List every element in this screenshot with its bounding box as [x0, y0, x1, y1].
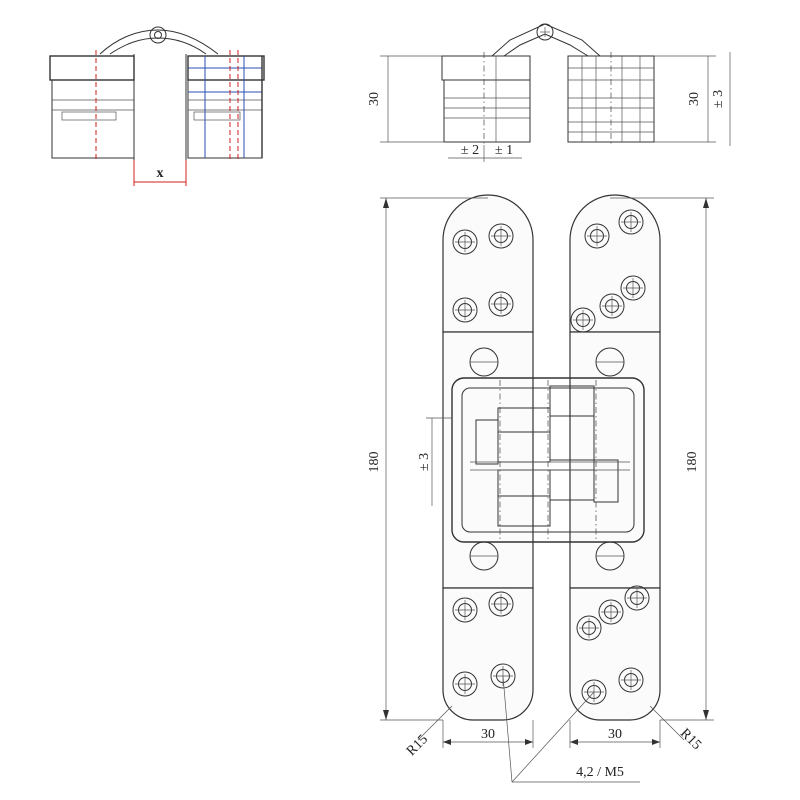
installed-hinge-view: x — [49, 26, 265, 186]
gap-label: x — [157, 166, 164, 181]
screw-label: 4,2 / M5 — [576, 765, 624, 780]
screw-hole — [452, 671, 478, 697]
screw-hole — [599, 293, 625, 319]
length-right: 180 — [685, 452, 700, 473]
screw-hole — [576, 615, 602, 641]
side-adjust-left: ± 2 — [461, 143, 479, 158]
screw-hole — [624, 585, 650, 611]
side-view: 30 30 ± 3 ± 2 ± 1 — [367, 23, 731, 162]
screw-hole — [488, 291, 514, 317]
screw-holes — [452, 209, 650, 705]
radius-left: R15 — [404, 732, 431, 759]
screw-hole — [618, 209, 644, 235]
front-view: 180 180 ± 3 30 30 R15 R15 4,2 / — [367, 194, 714, 783]
screw-hole — [452, 229, 478, 255]
screw-hole — [488, 591, 514, 617]
screw-hole — [598, 599, 624, 625]
side-height-left: 30 — [367, 92, 382, 106]
width-right: 30 — [608, 727, 622, 742]
screw-hole — [584, 223, 610, 249]
width-left: 30 — [481, 727, 495, 742]
screw-hole — [618, 667, 644, 693]
adjust-vertical: ± 3 — [417, 453, 432, 471]
radius-right: R15 — [677, 726, 704, 753]
screw-hole — [452, 297, 478, 323]
length-left: 180 — [367, 452, 382, 473]
screw-hole — [488, 223, 514, 249]
screw-hole — [570, 307, 596, 333]
screw-hole — [620, 275, 646, 301]
screw-hole — [452, 597, 478, 623]
side-adjust-right: ± 3 — [711, 90, 726, 108]
side-adjust-mid: ± 1 — [495, 143, 513, 158]
side-height-right: 30 — [687, 92, 702, 106]
